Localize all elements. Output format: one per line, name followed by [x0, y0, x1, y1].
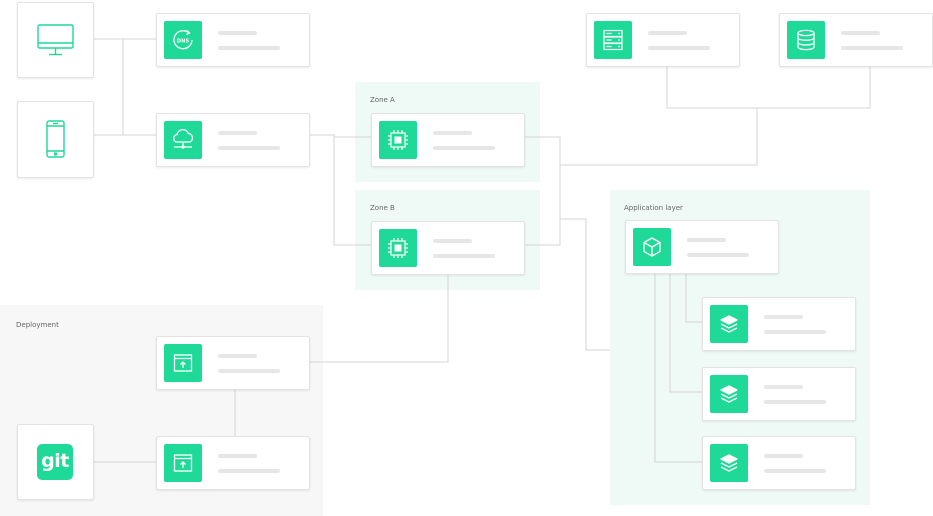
dns-icon: DNS — [173, 30, 193, 50]
layer-1-text-line-2 — [764, 330, 826, 334]
deploy-upload-2-text-line-1 — [218, 454, 257, 458]
dns-text-line-2 — [218, 46, 280, 50]
server-text-line-2 — [648, 46, 710, 50]
zone-a-compute-node[interactable] — [371, 113, 525, 167]
mobile-phone-icon — [46, 120, 65, 158]
git-logo: git — [37, 444, 73, 480]
zone-a-label: Zone A — [370, 96, 395, 104]
layers-icon — [720, 454, 738, 472]
layer-3-text-line-1 — [764, 454, 803, 458]
desktop-monitor-icon — [37, 24, 74, 56]
zone-b-compute-text-line-1 — [433, 239, 472, 243]
layer-tile-1 — [710, 305, 748, 343]
server-tile — [594, 21, 632, 59]
connector-app-layer-3 — [654, 272, 703, 463]
git-repository-node[interactable]: git — [17, 424, 94, 500]
zone-b-compute-text-line-2 — [433, 254, 495, 258]
dns-node[interactable]: DNS — [156, 13, 310, 67]
layer-3-text-line-2 — [764, 469, 826, 473]
zone-b-compute-node[interactable] — [371, 221, 525, 275]
layer-tile-3 — [710, 444, 748, 482]
deploy-upload-tile-1 — [164, 344, 202, 382]
cloud-network-text-line-1 — [218, 131, 257, 135]
layer-node-2[interactable] — [702, 367, 856, 421]
application-node[interactable] — [625, 220, 779, 274]
cpu-chip-icon — [388, 130, 408, 150]
upload-window-icon — [173, 454, 193, 472]
cloud-network-icon — [173, 129, 194, 149]
layer-2-text-line-2 — [764, 400, 826, 404]
connector-app-layer-1 — [685, 272, 703, 323]
application-text-line-1 — [687, 238, 726, 242]
dns-tile: DNS — [164, 21, 202, 59]
layer-node-1[interactable] — [702, 297, 856, 351]
layers-icon — [720, 385, 738, 403]
dns-text-line-1 — [218, 31, 257, 35]
mobile-device[interactable] — [17, 101, 94, 178]
zone-a-compute-text-line-2 — [433, 146, 495, 150]
zone-b-label: Zone B — [370, 204, 395, 212]
deploy-upload-node-1[interactable] — [156, 336, 310, 390]
zone-a-compute-text-line-1 — [433, 131, 472, 135]
database-node[interactable] — [779, 13, 933, 67]
deploy-upload-2-text-line-2 — [218, 469, 280, 473]
connector-zone-b-deploy — [308, 273, 449, 363]
application-layer-label: Application layer — [624, 204, 683, 212]
deploy-upload-1-text-line-2 — [218, 369, 280, 373]
layer-tile-2 — [710, 375, 748, 413]
deployment-label: Deployment — [16, 321, 59, 329]
database-tile — [787, 21, 825, 59]
connector-zones-backend — [523, 136, 561, 246]
zone-b-compute-tile — [379, 229, 417, 267]
database-icon — [797, 29, 815, 51]
cpu-chip-icon — [388, 238, 408, 258]
deploy-upload-1-text-line-1 — [218, 354, 257, 358]
deploy-upload-tile-2 — [164, 444, 202, 482]
cloud-network-node[interactable] — [156, 113, 310, 167]
upload-window-icon — [173, 354, 193, 372]
database-text-line-2 — [841, 46, 903, 50]
layer-node-3[interactable] — [702, 436, 856, 490]
connector-zone-b-app — [560, 218, 610, 351]
connector-cloud-zones — [308, 134, 371, 246]
application-text-line-2 — [687, 253, 749, 257]
dns-icon-text: DNS — [177, 38, 190, 44]
connector-app-layer-2 — [669, 272, 703, 393]
database-text-line-1 — [841, 31, 880, 35]
server-node[interactable] — [586, 13, 740, 67]
layer-2-text-line-1 — [764, 385, 803, 389]
cloud-network-text-line-2 — [218, 146, 280, 150]
cube-icon — [643, 237, 661, 257]
connector-db — [757, 66, 871, 109]
layer-1-text-line-1 — [764, 315, 803, 319]
zone-a-compute-tile — [379, 121, 417, 159]
cloud-network-tile — [164, 121, 202, 159]
desktop-device[interactable] — [17, 2, 94, 78]
server-text-line-1 — [648, 31, 687, 35]
application-tile — [633, 228, 671, 266]
connector-to-backend — [560, 66, 758, 166]
layers-icon — [720, 315, 738, 333]
deploy-upload-node-2[interactable] — [156, 436, 310, 490]
server-rack-icon — [603, 29, 623, 51]
